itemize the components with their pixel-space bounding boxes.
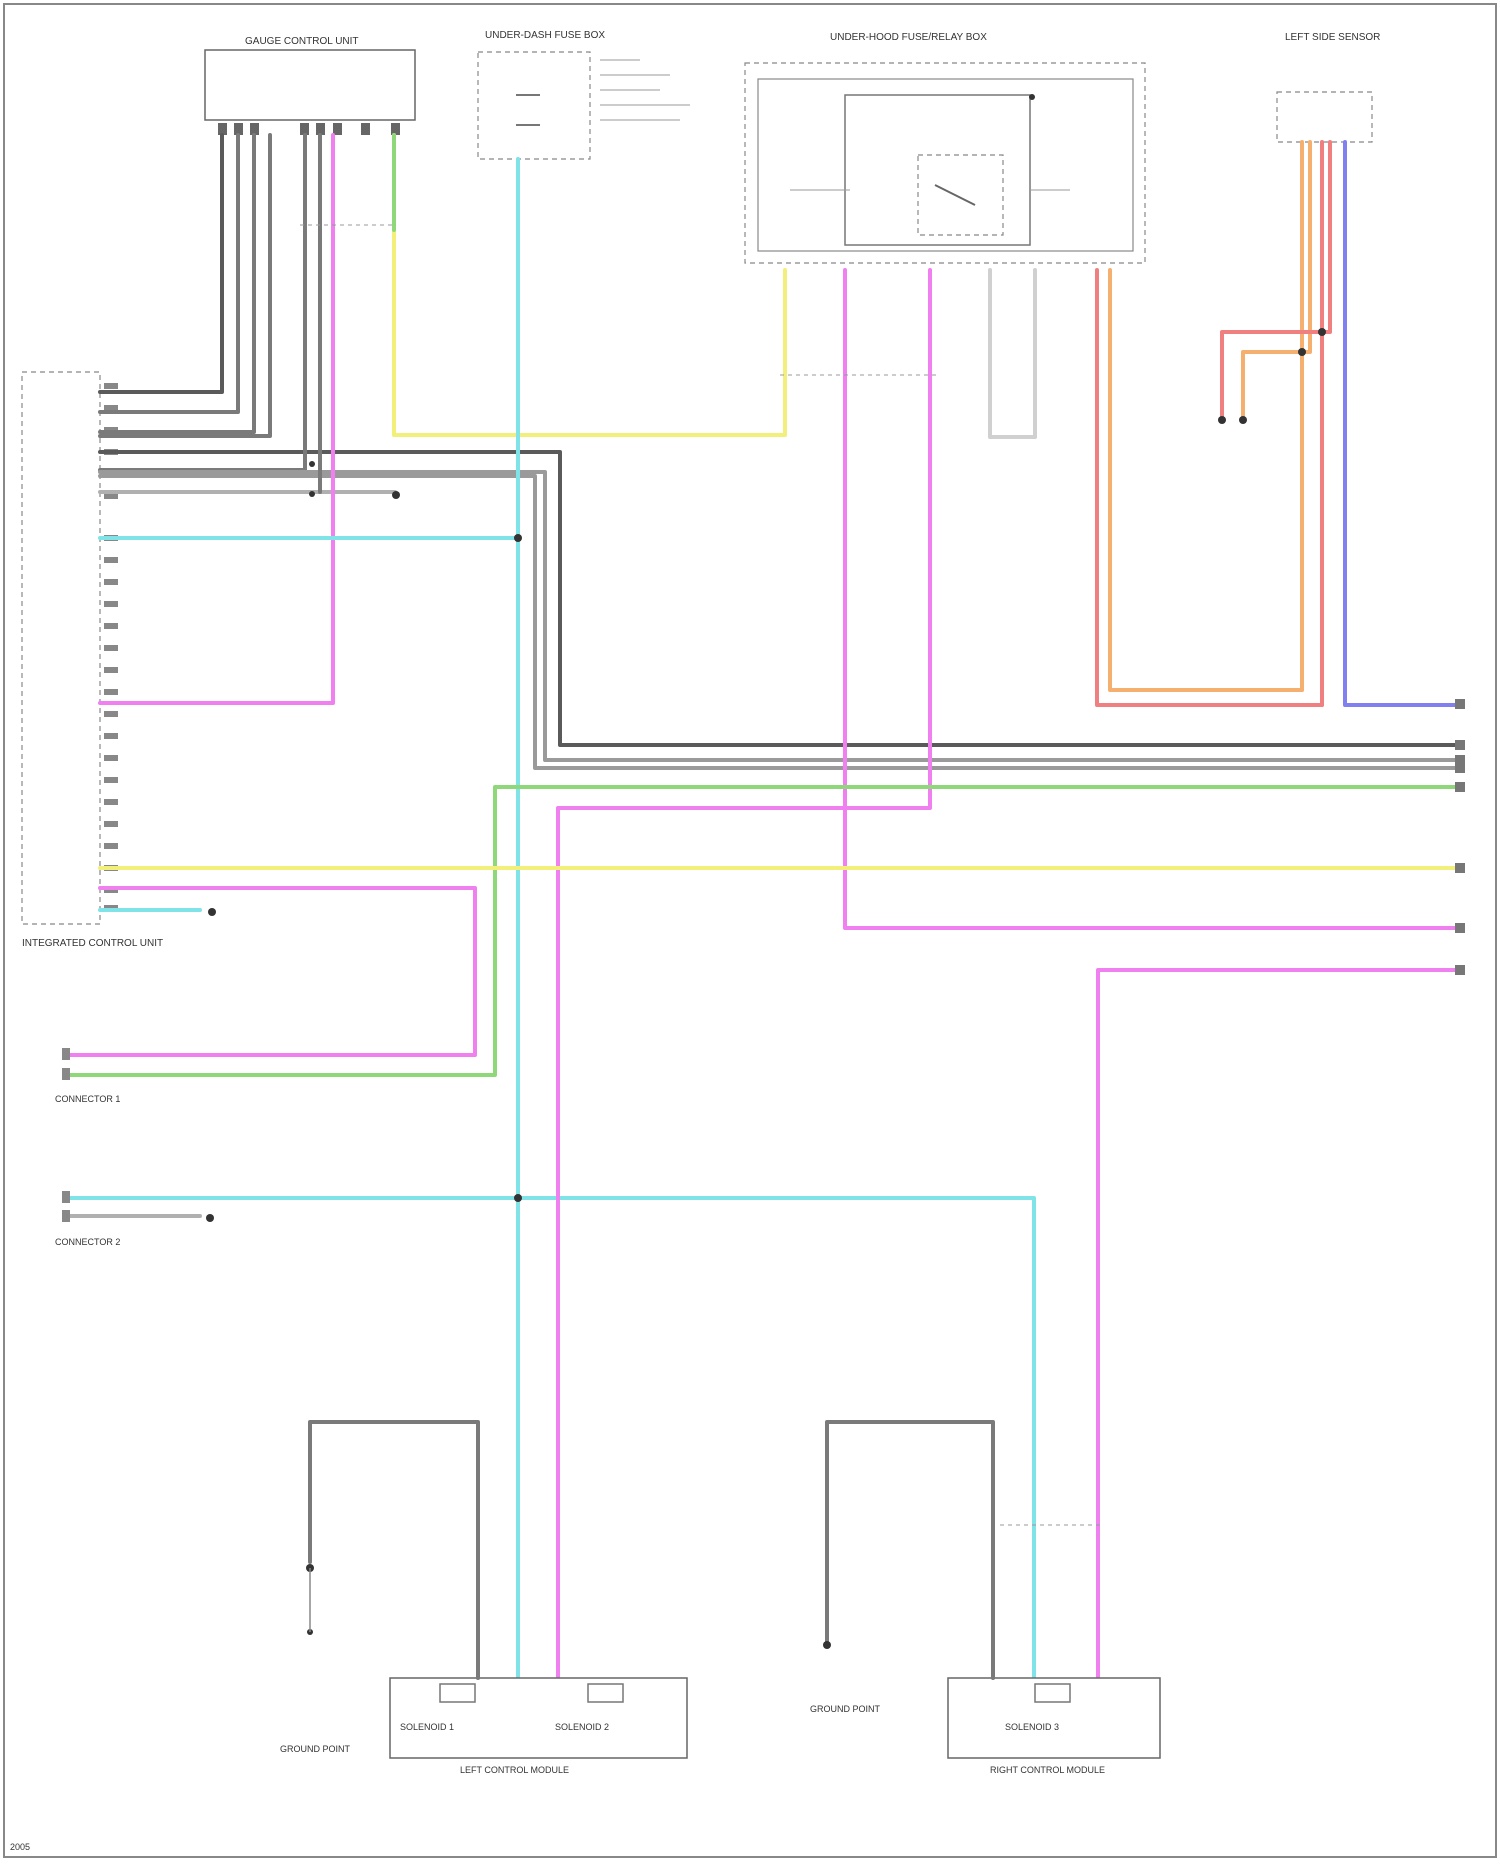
wire-gray-module-right (827, 1422, 993, 1678)
wire-gray-relay (990, 270, 1035, 437)
module-left: SOLENOID 1 SOLENOID 2 LEFT CONTROL MODUL… (390, 1678, 687, 1775)
wire-magenta-gauge (100, 135, 333, 703)
wire-blue-sensor (1345, 142, 1462, 705)
wire-gray-6 (100, 135, 305, 470)
wire-gray-7 (100, 472, 1462, 760)
wire-gray-2 (100, 135, 238, 412)
wire-gray-9 (100, 476, 1462, 768)
gauge-control-unit: GAUGE CONTROL UNIT (205, 36, 415, 135)
relay-box: UNDER-HOOD FUSE/RELAY BOX (745, 32, 1145, 263)
wire-gray-module-left (310, 1422, 478, 1678)
fuse-block-title: UNDER-DASH FUSE BOX (485, 30, 605, 41)
fuse-block: UNDER-DASH FUSE BOX (478, 30, 690, 159)
wire-red-relay (1097, 270, 1322, 705)
wire-yellow-top (394, 135, 785, 435)
wire-gray-1 (100, 135, 222, 392)
ground-left-title: GROUND POINT (280, 1744, 351, 1754)
module-left-sub2: SOLENOID 2 (555, 1722, 609, 1732)
footer-code: 2005 (10, 1842, 30, 1852)
module-right: SOLENOID 3 RIGHT CONTROL MODULE (948, 1678, 1160, 1775)
wire-red-sensor-2 (1222, 142, 1330, 420)
wire-gray-3 (100, 135, 254, 432)
wire-cyan-lower (68, 1198, 1034, 1678)
gauge-title: GAUGE CONTROL UNIT (245, 36, 359, 47)
module-left-sub1: SOLENOID 1 (400, 1722, 454, 1732)
wire-magenta-relay-2 (558, 270, 930, 1678)
ground-left: GROUND POINT (280, 1744, 351, 1754)
page-frame (4, 4, 1496, 1857)
wire-magenta-cu-conn (68, 888, 475, 1055)
connector-1-title: CONNECTOR 1 (55, 1094, 120, 1104)
module-right-title: RIGHT CONTROL MODULE (990, 1765, 1105, 1775)
ground-right-title: GROUND POINT (810, 1704, 881, 1714)
module-right-sub1: SOLENOID 3 (1005, 1722, 1059, 1732)
relay-box-title: UNDER-HOOD FUSE/RELAY BOX (830, 32, 987, 43)
control-unit-title: INTEGRATED CONTROL UNIT (22, 938, 163, 949)
ground-right: GROUND POINT (810, 1704, 881, 1714)
wire-magenta-relay-1 (845, 270, 1462, 928)
wire-orange-sensor-2 (1243, 142, 1310, 420)
connector-2-title: CONNECTOR 2 (55, 1237, 120, 1247)
sensor-right: LEFT SIDE SENSOR (1277, 32, 1380, 142)
module-left-title: LEFT CONTROL MODULE (460, 1765, 569, 1775)
wire-green-long (68, 787, 1462, 1075)
sensor-right-title: LEFT SIDE SENSOR (1285, 32, 1380, 43)
control-unit: INTEGRATED CONTROL UNIT (22, 372, 163, 949)
wires-gray (100, 135, 1462, 768)
wire-magenta-right (1098, 970, 1462, 1678)
